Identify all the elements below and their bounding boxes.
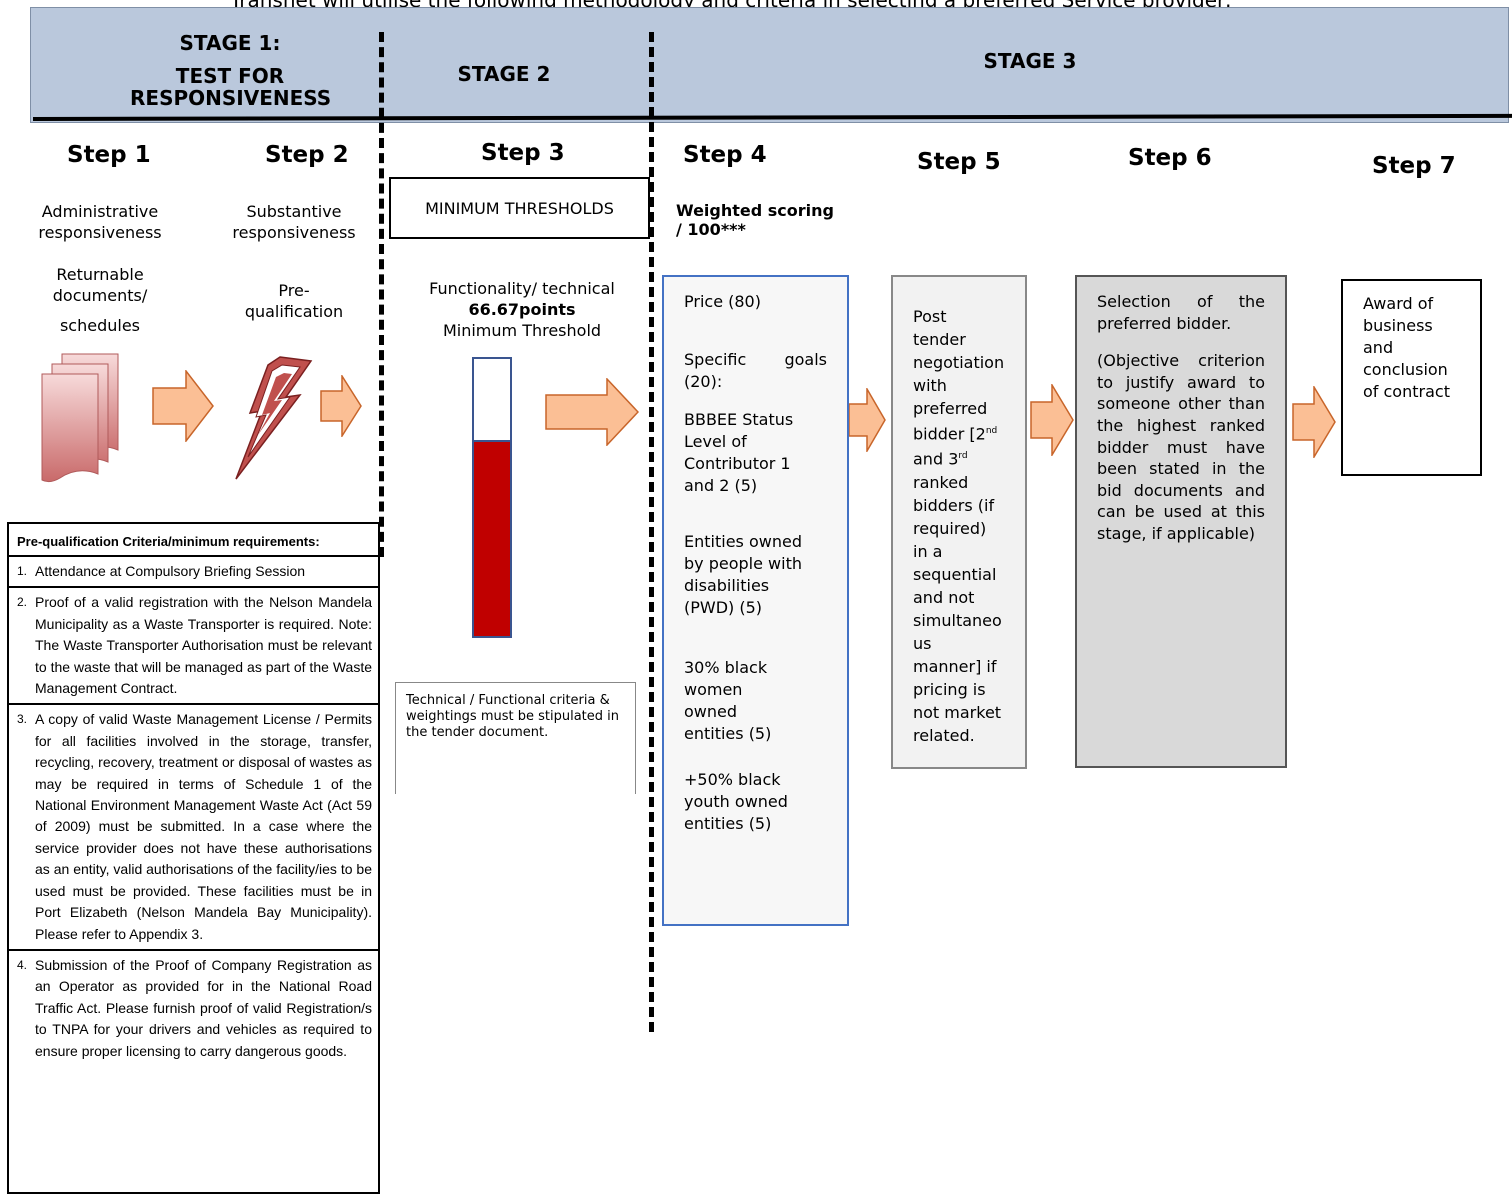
step-3-heading: Step 3 — [481, 140, 565, 166]
threshold-bar-fill — [474, 440, 510, 636]
step-5-heading: Step 5 — [917, 149, 1001, 175]
stage-1-line-2: TEST FOR — [175, 64, 285, 88]
criteria-item: 4.Submission of the Proof of Company Reg… — [17, 956, 372, 1059]
technical-criteria-note: Technical / Functional criteria & weight… — [395, 682, 636, 794]
step-1-heading: Step 1 — [67, 142, 151, 168]
divider-stage1-stage2 — [379, 32, 384, 557]
minimum-thresholds-box: MINIMUM THRESHOLDS — [389, 177, 650, 239]
stage-1-label: STAGE 1: TEST FOR RESPONSIVENESS — [130, 31, 332, 110]
pre-qualification-criteria-table: Pre-qualification Criteria/minimum requi… — [7, 522, 380, 1194]
threshold-bar — [472, 357, 512, 638]
lightning-icon — [235, 356, 313, 480]
arrow-step1-icon — [152, 370, 214, 442]
criteria-item: 1.Attendance at Compulsory Briefing Sess… — [9, 557, 378, 589]
women-owned-criterion: 30% black women owned entities (5) — [684, 658, 772, 743]
stage-3-label: STAGE 3 — [983, 49, 1077, 73]
weighted-scoring-heading: Weighted scoring / 100*** — [676, 201, 834, 239]
step-4-heading: Step 4 — [683, 142, 767, 168]
arrow-step4-icon — [848, 388, 886, 452]
objective-criterion-text: (Objective criterion to justify award to… — [1097, 351, 1265, 543]
arrow-step2-icon — [320, 375, 362, 437]
selection-text: Selection of the preferred bidder. — [1097, 292, 1265, 333]
youth-owned-criterion: +50% black youth owned entities (5) — [684, 770, 788, 833]
criteria-item: 2.Proof of a valid registration with the… — [9, 588, 378, 706]
documents-icon — [41, 353, 119, 483]
step-7-heading: Step 7 — [1372, 153, 1456, 179]
arrow-step5-icon — [1030, 384, 1074, 456]
arrow-step3-icon — [545, 378, 639, 446]
pwd-criterion: Entities owned by people with disabiliti… — [684, 532, 802, 617]
stage-2-label: STAGE 2 — [457, 62, 551, 86]
functionality-threshold-text: Functionality/ technical 66.67points Min… — [429, 279, 615, 340]
price-criterion: Price (80) — [684, 292, 761, 311]
award-of-business-box: Award of business and conclusion of cont… — [1341, 279, 1482, 476]
stage-band — [30, 7, 1509, 123]
stage-1-line-1: STAGE 1: — [179, 31, 281, 55]
step-1-subtitle: Returnable documents/ schedules — [52, 265, 148, 335]
step-2-subtitle: Pre-qualification — [244, 281, 344, 321]
selection-preferred-bidder-box: Selection of the preferred bidder. (Obje… — [1075, 275, 1287, 768]
arrow-step6-icon — [1292, 386, 1336, 458]
step-6-heading: Step 6 — [1128, 145, 1212, 171]
criteria-heading: Pre-qualification Criteria/minimum requi… — [9, 524, 378, 557]
step-2-heading: Step 2 — [265, 142, 349, 168]
stage-1-line-3: RESPONSIVENESS — [130, 86, 332, 110]
divider-stage2-stage3 — [649, 32, 654, 1032]
bbbee-criterion: BBBEE Status Level of Contributor 1 and … — [684, 410, 794, 495]
criteria-item: 3.A copy of valid Waste Management Licen… — [9, 705, 378, 951]
